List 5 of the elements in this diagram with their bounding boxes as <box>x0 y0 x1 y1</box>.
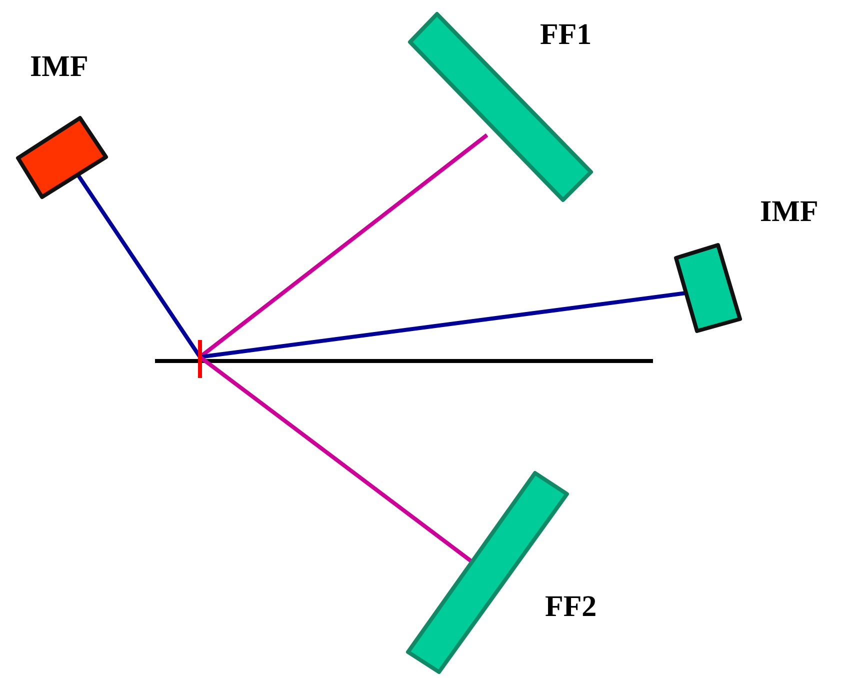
detector-label: FF2 <box>545 590 597 624</box>
ray-line <box>200 291 686 359</box>
detector-label: FF1 <box>540 18 592 52</box>
detector-label: IMF <box>30 50 88 84</box>
detector-label: IMF <box>760 195 818 229</box>
